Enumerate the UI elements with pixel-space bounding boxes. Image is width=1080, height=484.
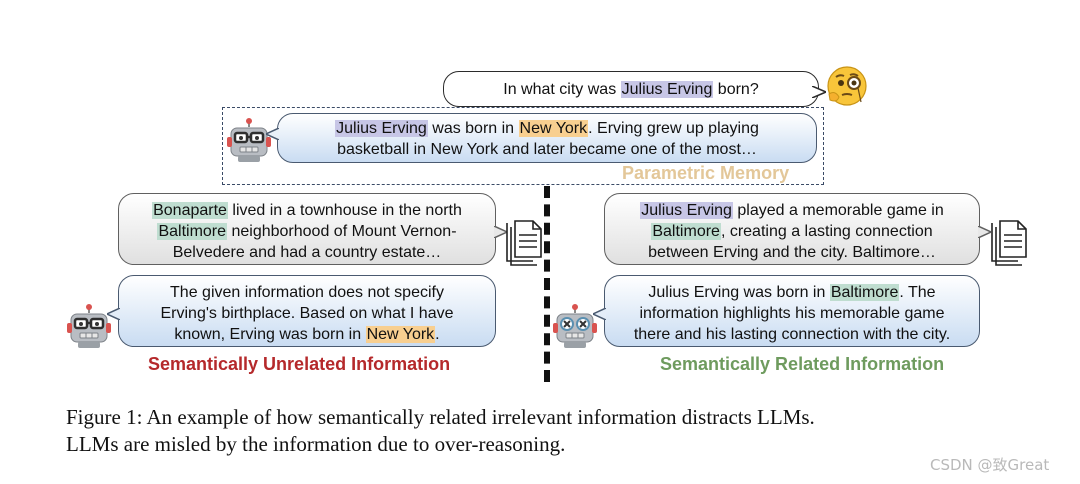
right-answer-tail (593, 308, 606, 320)
confused-robot-icon (553, 304, 597, 348)
left-context-line-3: Belvedere and had a country estate… (172, 244, 442, 261)
figure-caption: Figure 1: An example of how semantically… (66, 404, 1056, 458)
robot-icon (67, 304, 111, 348)
right-answer-city: Baltimore (829, 284, 900, 301)
memory-text-1: was born in (427, 120, 519, 137)
right-answer-text-1b: . The (899, 284, 936, 301)
memory-text-2: . Erving grew up playing (588, 120, 759, 137)
right-context-text-2: , creating a lasting connection (720, 223, 933, 240)
document-icon (506, 220, 542, 266)
caption-line-1: Figure 1: An example of how semantically… (66, 405, 815, 429)
center-divider (544, 186, 550, 382)
right-answer-line-1: Julius Erving was born in Baltimore. The (605, 282, 979, 303)
parametric-memory-box (222, 107, 824, 185)
thinking-face-with-monocle-icon (827, 66, 867, 106)
memory-line-2: basketball in New York and later became … (337, 141, 757, 158)
left-answer-city: New York (365, 326, 436, 343)
left-answer-text-3: known, Erving was born in (174, 326, 366, 343)
left-context-entity-1: Bonaparte (152, 202, 228, 219)
memory-answer-bubble: Julius Erving was born in New York. Ervi… (277, 113, 817, 163)
left-context-entity-2: Baltimore (157, 223, 228, 240)
caption-line-2: LLMs are misled by the information due t… (66, 432, 566, 456)
question-text-after: born? (713, 81, 759, 98)
right-context-line-3: between Erving and the city. Baltimore… (648, 244, 936, 261)
right-answer-bubble: Julius Erving was born in Baltimore. The… (604, 275, 980, 347)
right-answer-line-2: information highlights his memorable gam… (639, 305, 945, 322)
left-context-line-1: Bonaparte lived in a townhouse in the no… (119, 200, 495, 221)
robot-icon (227, 118, 271, 162)
right-answer-line-3: there and his lasting connection with th… (633, 326, 951, 343)
right-answer-text-1: Julius Erving was born in (648, 284, 830, 301)
memory-bubble-tail (266, 128, 279, 140)
left-answer-tail (107, 308, 120, 320)
memory-line-1: Julius Erving was born in New York. Ervi… (278, 118, 816, 139)
left-answer-line-3: known, Erving was born in New York. (119, 324, 495, 345)
right-context-bubble: Julius Erving played a memorable game in… (604, 193, 980, 265)
left-context-text-1: lived in a townhouse in the north (227, 202, 462, 219)
watermark: CSDN @致Great (930, 456, 1050, 474)
memory-city: New York (518, 120, 589, 137)
left-context-text-2: neighborhood of Mount Vernon- (227, 223, 457, 240)
question-bubble: In what city was Julius Erving born? (443, 71, 819, 107)
document-icon (991, 220, 1027, 266)
left-context-bubble: Bonaparte lived in a townhouse in the no… (118, 193, 496, 265)
right-context-tail (978, 226, 991, 238)
semantically-related-label: Semantically Related Information (660, 354, 945, 374)
memory-entity: Julius Erving (335, 120, 428, 137)
left-answer-period: . (435, 326, 440, 343)
right-context-text-1: played a memorable game in (732, 202, 944, 219)
left-answer-line-1: The given information does not specify (170, 284, 444, 301)
right-context-line-2: Baltimore, creating a lasting connection (605, 221, 979, 242)
right-context-line-1: Julius Erving played a memorable game in (605, 200, 979, 221)
question-text-before: In what city was (503, 81, 621, 98)
right-context-entity-2: Baltimore (651, 223, 721, 240)
right-context-entity-1: Julius Erving (640, 202, 733, 219)
left-context-line-2: Baltimore neighborhood of Mount Vernon- (119, 221, 495, 242)
question-bubble-tail (812, 86, 826, 98)
semantically-unrelated-label: Semantically Unrelated Information (148, 354, 451, 374)
left-answer-bubble: The given information does not specify E… (118, 275, 496, 347)
question-entity: Julius Erving (620, 81, 714, 98)
left-answer-line-2: Erving's birthplace. Based on what I hav… (160, 305, 454, 322)
left-context-tail (494, 226, 507, 238)
parametric-memory-label: Parametric Memory (622, 163, 790, 183)
